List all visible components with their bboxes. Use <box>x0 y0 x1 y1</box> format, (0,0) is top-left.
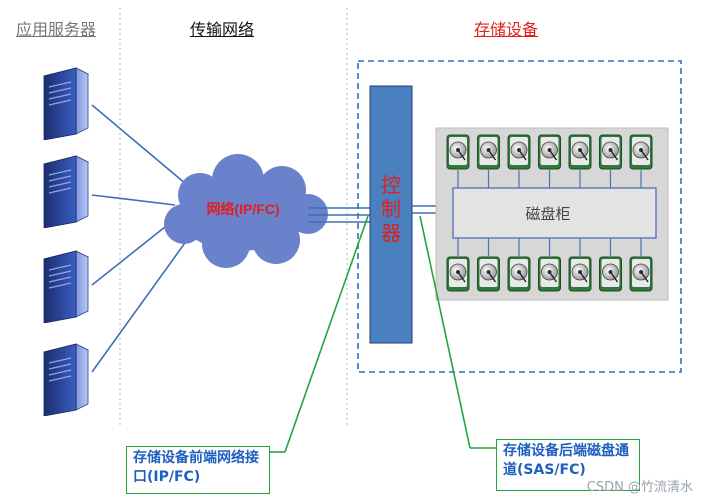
hard-disk-icon <box>629 134 653 170</box>
hard-disk-icon <box>446 134 470 170</box>
disk-cabinet-label: 磁盘柜 <box>525 205 570 223</box>
header-transport-network: 传输网络 <box>190 20 255 39</box>
hard-disk-icon <box>568 256 592 292</box>
disk-cabinet-box <box>452 187 657 239</box>
server-icon-1 <box>43 67 89 140</box>
controller-label-char: 制 <box>381 198 401 221</box>
header-app-servers: 应用服务器 <box>16 20 97 39</box>
front-end-interface-callout: 存储设备前端网络接口(IP/FC) <box>126 446 270 494</box>
front-end-leader <box>284 215 369 453</box>
hard-disk-icon <box>507 256 531 292</box>
controller-label: 控制器 <box>381 174 401 245</box>
watermark: CSDN @竹流清水 <box>586 480 693 495</box>
header-storage-device: 存储设备 <box>474 20 539 39</box>
hard-disk-icon <box>507 134 531 170</box>
hard-disk-icon <box>476 134 501 170</box>
server-icon-3 <box>43 250 89 323</box>
back-end-channel-callout: 存储设备后端磁盘通道(SAS/FC) <box>496 439 640 491</box>
disk-array <box>446 134 653 292</box>
hard-disk-icon <box>537 134 562 170</box>
controller-box <box>369 85 413 344</box>
front-end-links <box>308 207 370 223</box>
controller-label-char: 控 <box>381 174 401 197</box>
network-label: 网络(IP/FC) <box>206 201 279 217</box>
server-icon-2 <box>43 155 89 228</box>
hard-disk-icon <box>537 256 562 292</box>
back-end-leader <box>419 215 471 449</box>
hard-disk-icon <box>476 256 501 292</box>
server-icon-4 <box>43 343 89 416</box>
network-cloud-icon <box>164 154 328 268</box>
hard-disk-icon <box>598 134 623 170</box>
hard-disk-icon <box>568 134 592 170</box>
hard-disk-icon <box>629 256 653 292</box>
hard-disk-icon <box>598 256 623 292</box>
storage-device-border <box>357 60 682 373</box>
hard-disk-icon <box>446 256 470 292</box>
controller-label-char: 器 <box>381 223 401 245</box>
svg-text:控制器: 控制器 <box>381 174 401 245</box>
